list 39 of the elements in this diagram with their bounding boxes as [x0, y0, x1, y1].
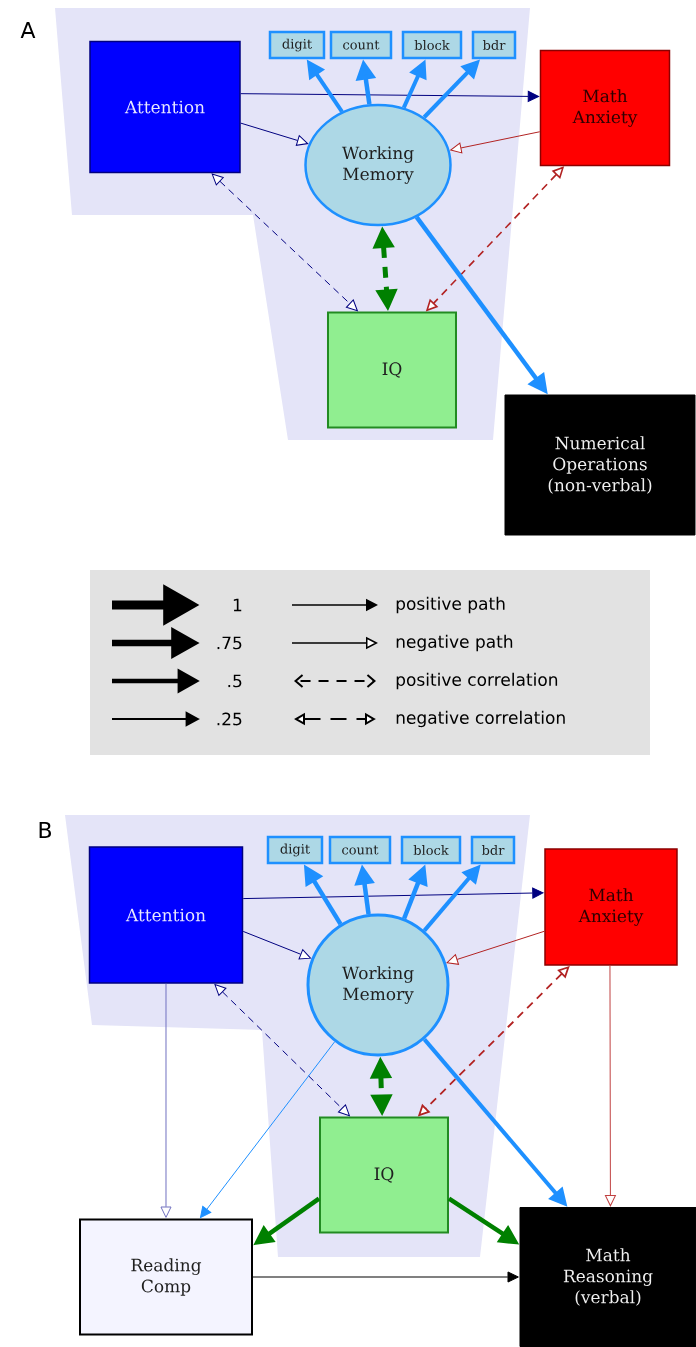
legend-text: .25 — [217, 712, 242, 726]
panel-label: A — [20, 22, 36, 39]
arrow — [240, 90, 540, 102]
outcome-box: Numerical Operations (non-verbal) — [504, 394, 696, 536]
legend-text: negative path — [396, 634, 513, 652]
indicator-box: bdr — [471, 30, 517, 60]
factor-box: IQ — [319, 1116, 449, 1234]
indicator-box: digit — [266, 835, 324, 865]
indicator-box: count — [329, 30, 393, 60]
indicator-box: block — [401, 30, 463, 60]
indicator-box: count — [328, 835, 392, 865]
indicator-box: block — [400, 835, 462, 865]
arrow — [446, 930, 545, 965]
arrow — [242, 887, 544, 900]
arrow — [200, 1041, 336, 1219]
legend-text: positive path — [396, 596, 505, 614]
legend-text: .5 — [228, 674, 242, 688]
factor-box: Math Anxiety — [544, 848, 678, 966]
factor-box: Attention — [89, 40, 241, 174]
arrow — [450, 131, 541, 154]
outcome-box: Math Reasoning (verbal) — [519, 1207, 696, 1347]
arrow — [211, 173, 358, 312]
arrow — [604, 965, 616, 1207]
factor-box: Attention — [88, 846, 244, 984]
factor-box: Math Anxiety — [539, 49, 671, 167]
arrow — [160, 983, 172, 1218]
indicator-box: digit — [268, 30, 326, 60]
panel-label: B — [39, 822, 51, 839]
arrow — [240, 122, 309, 146]
legend-text: .75 — [217, 636, 242, 650]
factor-box: IQ — [327, 311, 457, 429]
arrow — [214, 984, 350, 1117]
legend-text: 1 — [233, 598, 242, 612]
outcome-box: Reading Comp — [79, 1218, 253, 1336]
indicator-box: bdr — [470, 835, 516, 865]
legend-text: positive correlation — [396, 672, 558, 690]
legend-text: negative correlation — [396, 710, 565, 728]
arrow — [252, 1271, 519, 1283]
arrow — [242, 930, 311, 960]
